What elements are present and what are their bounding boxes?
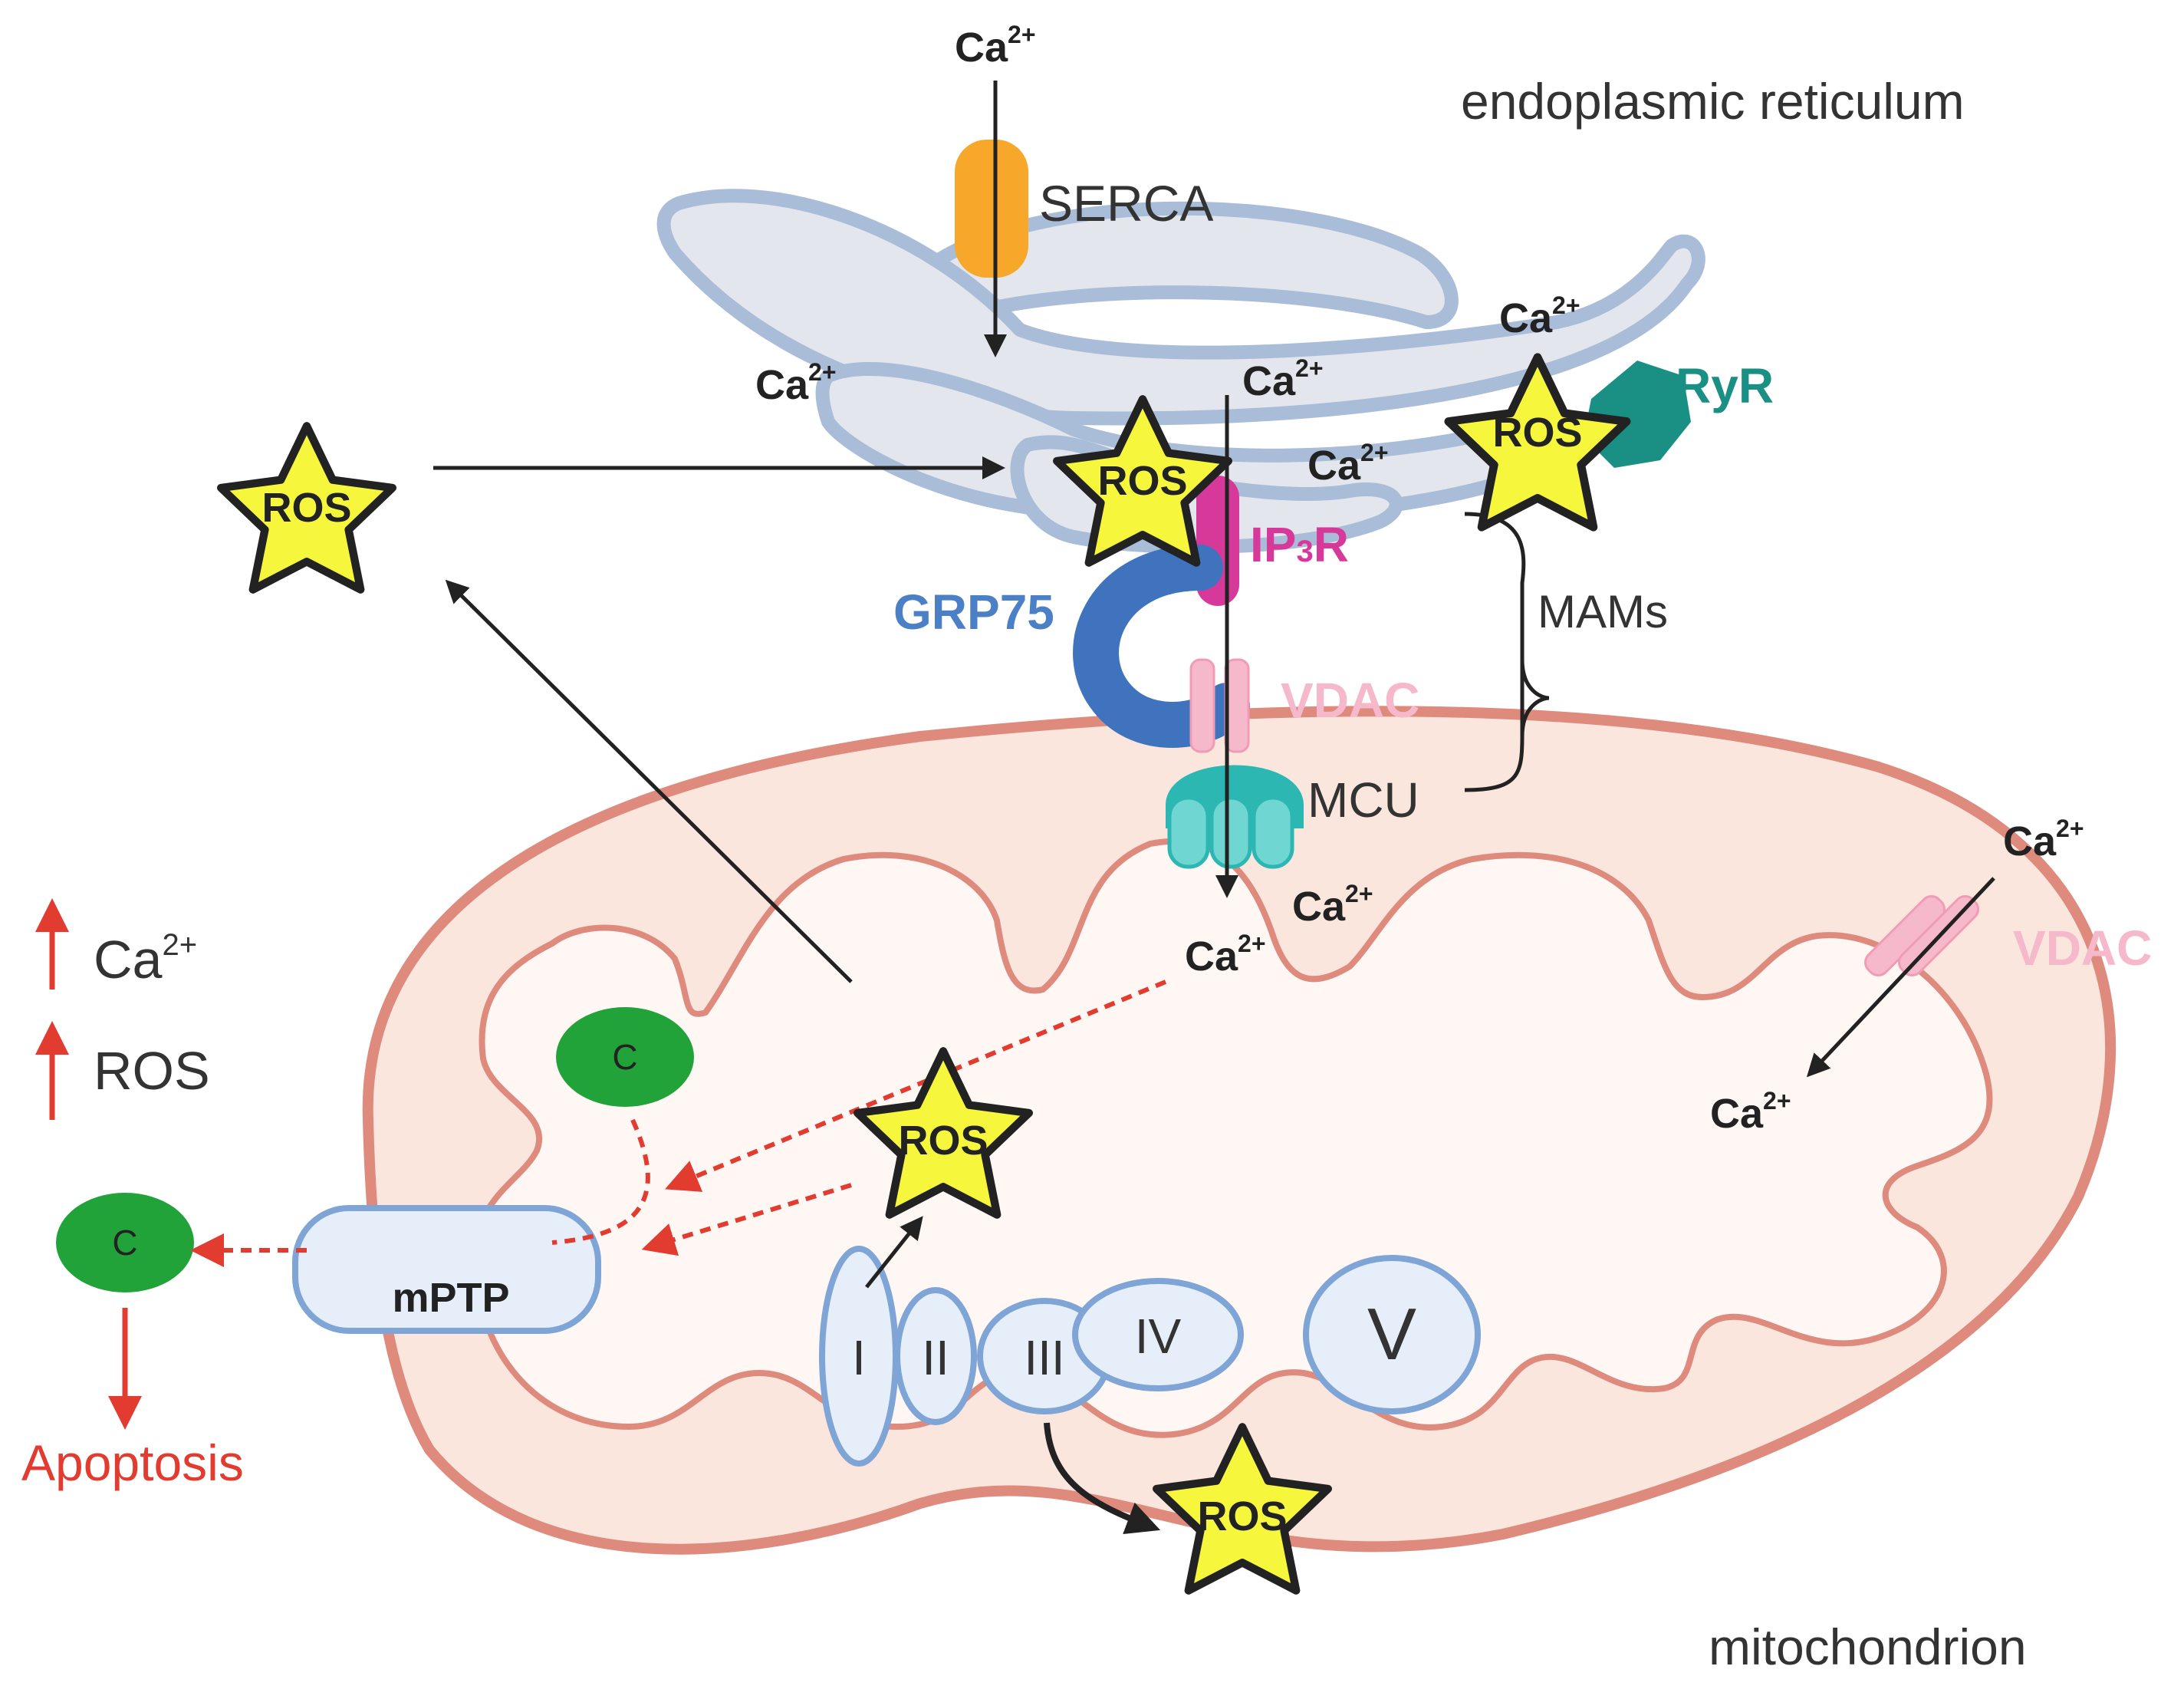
mcu-label: MCU [1307, 772, 1419, 828]
serca-pump [955, 140, 1028, 278]
electron-transport-chain: I II III IV V [819, 1246, 1481, 1467]
mito-label: mitochondrion [1709, 1618, 2027, 1675]
apoptosis-signal-arrows [190, 980, 1167, 1267]
ca-label-top: Ca2+ [955, 21, 1036, 71]
mptp-pore: mPTP [292, 1205, 601, 1334]
vdac-label-outer: VDAC [2013, 920, 2152, 976]
ros-star-matrix: ROS [857, 1051, 1029, 1214]
ca-label-vdac-outer: Ca2+ [2003, 815, 2084, 864]
mams-label: MAMs [1538, 586, 1668, 637]
ros-label-matrix: ROS [898, 1118, 988, 1164]
ca-label-er-right: Ca2+ [1499, 291, 1580, 341]
ip3r-label: IP3R [1250, 517, 1349, 572]
cytochrome-c-released-label: C [112, 1223, 137, 1263]
complex-ii-label: II [922, 1330, 949, 1385]
ros-star-cytosol: ROS [221, 426, 393, 589]
ros-star-er-ryr: ROS [1449, 357, 1626, 527]
complex-v-label: V [1367, 1293, 1416, 1375]
complex-iv [1072, 1278, 1244, 1391]
ca-label-er-center: Ca2+ [1242, 354, 1324, 404]
complex-ii [894, 1287, 977, 1425]
calcium-flux-arrows [433, 81, 1995, 1289]
complex-i-label: I [852, 1330, 866, 1385]
serca-label: SERCA [1039, 175, 1213, 232]
ros-star-er-center: ROS [1057, 399, 1228, 562]
ros-label-cytosol: ROS [261, 485, 351, 531]
ca-label-mcu: Ca2+ [1292, 880, 1373, 930]
cytochrome-c-inner: C [556, 1007, 694, 1107]
ca-label-matrix: Ca2+ [1185, 930, 1266, 980]
complex-iii-label: III [1024, 1330, 1064, 1385]
cytochrome-c-released: C [56, 1193, 194, 1292]
complex-iv-label: IV [1135, 1309, 1182, 1364]
er-label: endoplasmic reticulum [1461, 73, 1965, 130]
mptp-label: mPTP [392, 1275, 509, 1321]
grp75-label: GRP75 [893, 584, 1054, 640]
ca-label-matrix-right: Ca2+ [1710, 1087, 1791, 1137]
ros-label-bottom: ROS [1197, 1493, 1287, 1539]
ca-label-er-lower: Ca2+ [1307, 439, 1389, 489]
ryr-label: RyR [1676, 358, 1774, 413]
cytochrome-c-inner-label: C [612, 1037, 637, 1077]
legend-ros-label: ROS [94, 1041, 210, 1101]
vdac-label-mam: VDAC [1281, 673, 1419, 728]
ros-label-er-center: ROS [1097, 458, 1187, 504]
mcu-channel [1166, 765, 1304, 869]
legend-ca-label: Ca2+ [94, 928, 197, 989]
complex-iii-ros-arrow [1044, 1422, 1161, 1535]
ros-label-er-ryr: ROS [1492, 410, 1582, 456]
apoptosis-label: Apoptosis [21, 1434, 244, 1491]
complex-v [1303, 1255, 1481, 1414]
ca-label-er-left: Ca2+ [755, 358, 837, 408]
mams-bracket [1464, 512, 1550, 792]
ros-star-bottom: ROS [1156, 1427, 1328, 1590]
